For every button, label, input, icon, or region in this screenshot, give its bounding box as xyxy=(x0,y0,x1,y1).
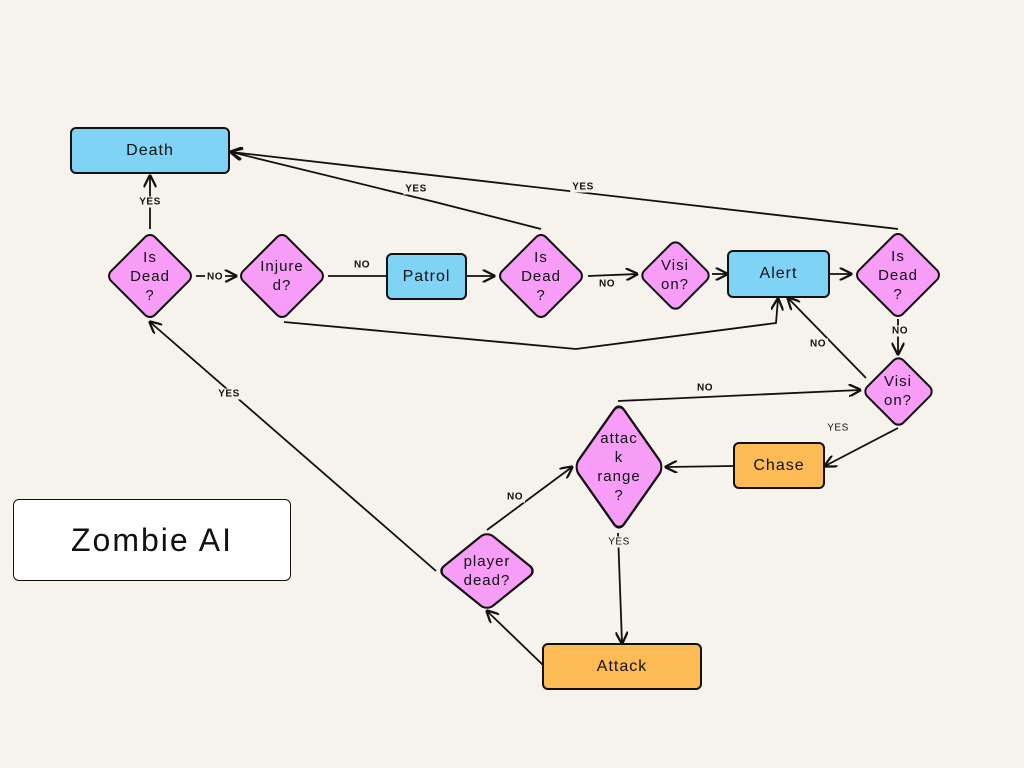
decision-injured: Injure d? xyxy=(236,230,328,322)
edge-attackrange-attack xyxy=(618,532,622,643)
edge-label-no: NO xyxy=(505,491,525,503)
decision-is-dead-2: Is Dead ? xyxy=(495,230,587,322)
diagram-title: Zombie AI xyxy=(13,499,291,581)
edge-playerdead-attackrange xyxy=(486,467,572,531)
decision-vision-2: Visi on? xyxy=(860,353,936,429)
node-alert: Alert xyxy=(727,250,830,298)
decision-label: player dead? xyxy=(463,553,511,589)
edge-label-yes: YES xyxy=(570,181,596,193)
edge-isdead2-vision1 xyxy=(587,274,637,276)
edge-label-no: NO xyxy=(205,271,225,283)
decision-label: attac k range ? xyxy=(597,430,641,504)
edge-label-no: NO xyxy=(695,382,715,394)
decision-is-dead-1: Is Dead ? xyxy=(104,230,196,322)
edge-vision2-alert xyxy=(788,298,867,379)
decision-label: Is Dead ? xyxy=(130,248,170,304)
edge-attack-playerdead xyxy=(487,611,544,666)
decision-label: Is Dead ? xyxy=(521,248,561,304)
edge-label-yes: YES xyxy=(403,183,429,195)
node-death: Death xyxy=(70,127,230,174)
edge-label-no: NO xyxy=(890,325,910,337)
decision-vision-1: Visi on? xyxy=(637,237,713,313)
decision-label: Is Dead ? xyxy=(878,247,918,303)
edge-label-yes: YES xyxy=(606,536,632,548)
edge-label-no: NO xyxy=(597,278,617,290)
edge-isdead3-death xyxy=(231,152,899,230)
node-chase: Chase xyxy=(733,442,825,489)
edge-isdead2-death xyxy=(231,152,542,230)
decision-is-dead-3: Is Dead ? xyxy=(852,229,944,321)
node-patrol: Patrol xyxy=(386,253,467,300)
edge-chase-attackrange xyxy=(666,466,734,467)
edge-injured-alert xyxy=(283,299,778,350)
edge-attackrange-vision2 xyxy=(617,390,860,402)
decision-label: Injure d? xyxy=(260,258,304,294)
edge-label-no: NO xyxy=(808,338,828,350)
decision-label: Visi on? xyxy=(660,257,690,293)
edge-label-yes: YES xyxy=(137,196,163,208)
edge-vision2-chase xyxy=(825,427,899,466)
edge-playerdead-isdead1 xyxy=(150,322,437,572)
decision-player-dead: player dead? xyxy=(436,529,538,613)
edge-label-yes: YES xyxy=(825,422,851,434)
decision-label: Visi on? xyxy=(883,373,913,409)
decision-attack-range: attac k range ? xyxy=(572,400,666,534)
node-attack: Attack xyxy=(542,643,702,690)
edge-label-no: NO xyxy=(352,259,372,271)
edge-label-yes: YES xyxy=(216,388,242,400)
